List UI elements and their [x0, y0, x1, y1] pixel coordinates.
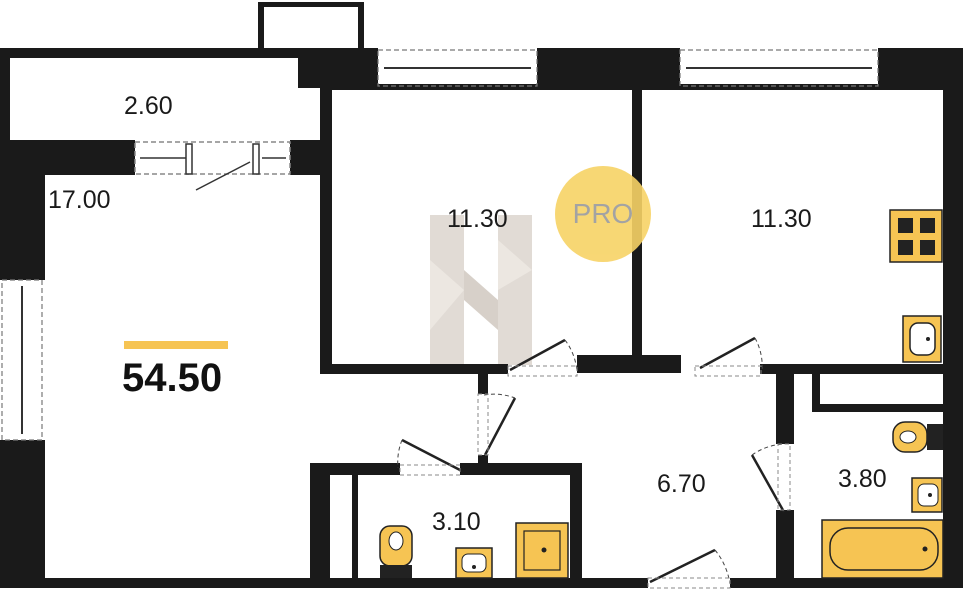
stove-icon — [889, 209, 943, 263]
bedroom2-area-label: 11.30 — [751, 205, 812, 233]
total-area-label: 54.50 — [122, 356, 223, 400]
sink-icon — [455, 547, 493, 579]
sink-icon — [902, 315, 942, 363]
wc-area-label: 3.10 — [432, 508, 481, 536]
pro-badge: PRO — [555, 166, 651, 262]
bedroom1-area-label: 11.30 — [447, 205, 508, 233]
total-area-accent — [124, 341, 228, 349]
hall-area-label: 6.70 — [657, 470, 706, 498]
living-area-label: 17.00 — [48, 186, 111, 214]
shower-icon — [515, 522, 569, 579]
balcony-door — [134, 141, 291, 191]
windows — [1, 49, 879, 441]
watermark-logo — [430, 215, 532, 365]
doors — [397, 336, 791, 589]
toilet-icon — [892, 421, 943, 453]
toilet-icon — [379, 525, 413, 578]
bath-area-label: 3.80 — [838, 465, 887, 493]
balcony-area-label: 2.60 — [124, 92, 173, 120]
sink-icon — [911, 477, 943, 513]
bathtub-icon — [821, 519, 944, 579]
